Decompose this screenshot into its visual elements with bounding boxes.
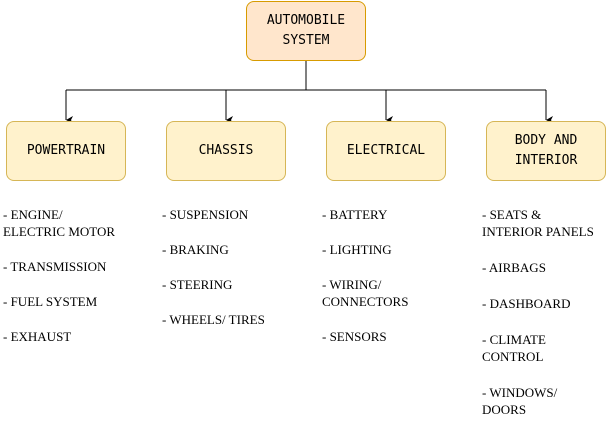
list-item: - STEERING xyxy=(162,277,233,292)
category-label-chassis: CHASSIS xyxy=(198,143,254,158)
list-item: - BRAKING xyxy=(162,242,229,257)
list-item: - SUSPENSION xyxy=(162,207,249,222)
list-item: - BATTERY xyxy=(322,207,388,222)
list-item: - LIGHTING xyxy=(322,242,392,257)
category-node-chassis: CHASSIS xyxy=(166,121,286,181)
list-item: - WINDOWS/ DOORS xyxy=(482,385,558,417)
powertrain-item-list: - ENGINE/ ELECTRIC MOTOR - TRANSMISSION … xyxy=(3,206,153,363)
root-node-automobile-system: AUTOMOBILE SYSTEM xyxy=(246,1,366,61)
list-item: - SEATS & INTERIOR PANELS xyxy=(482,207,594,239)
list-item: - AIRBAGS xyxy=(482,260,546,275)
list-item: - EXHAUST xyxy=(3,329,72,344)
category-node-powertrain: POWERTRAIN xyxy=(6,121,126,181)
category-node-electrical: ELECTRICAL xyxy=(326,121,446,181)
list-item: - ENGINE/ ELECTRIC MOTOR xyxy=(3,207,116,239)
category-label-body-interior: BODY AND INTERIOR xyxy=(514,133,578,168)
list-item: - SENSORS xyxy=(322,329,387,344)
list-item: - WHEELS/ TIRES xyxy=(162,312,265,327)
list-item: - CLIMATE CONTROL xyxy=(482,332,546,364)
category-label-powertrain: POWERTRAIN xyxy=(26,143,106,158)
chassis-item-list: - SUSPENSION - BRAKING - STEERING - WHEE… xyxy=(162,206,312,346)
root-node-label: AUTOMOBILE SYSTEM xyxy=(266,13,346,48)
electrical-item-list: - BATTERY - LIGHTING - WIRING/ CONNECTOR… xyxy=(322,206,472,363)
body-interior-item-list: - SEATS & INTERIOR PANELS - AIRBAGS - DA… xyxy=(482,206,607,437)
list-item: - FUEL SYSTEM xyxy=(3,294,98,309)
category-node-body-interior: BODY AND INTERIOR xyxy=(486,121,606,181)
category-label-electrical: ELECTRICAL xyxy=(346,143,426,158)
list-item: - TRANSMISSION xyxy=(3,259,107,274)
list-item: - DASHBOARD xyxy=(482,296,571,311)
list-item: - WIRING/ CONNECTORS xyxy=(322,277,409,309)
